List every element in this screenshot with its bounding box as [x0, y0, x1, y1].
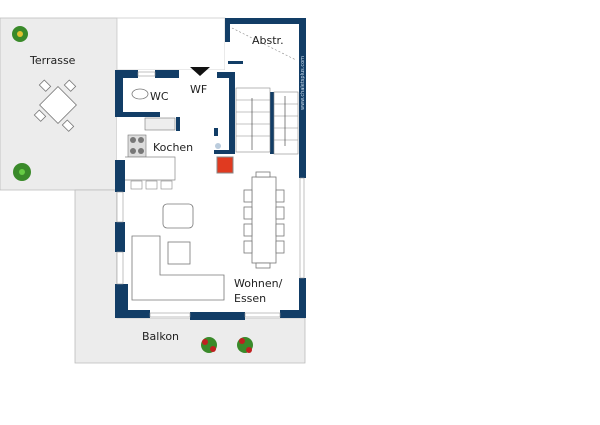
bar-stools: [130, 180, 173, 190]
room-label-wc: WC: [150, 90, 169, 103]
room-label-kochen: Kochen: [153, 141, 193, 154]
plant-icon: [13, 163, 31, 181]
room-label-wohnen: Wohnen/: [234, 277, 283, 290]
room-label-wf: WF: [190, 83, 207, 96]
toilet: [131, 88, 149, 100]
sink: [144, 117, 176, 131]
room-label-essen: Essen: [234, 292, 266, 305]
living-furniture: [131, 171, 285, 301]
terrace-table: [33, 79, 77, 132]
entry-area: [116, 17, 226, 71]
windows: [116, 71, 305, 318]
flower-icon: [201, 337, 217, 353]
kitchen-counter: [125, 156, 176, 181]
wf-marker-icon: [190, 67, 210, 76]
flower-icon: [237, 337, 253, 353]
watermark: www.chaletsplus.com: [300, 56, 306, 110]
room-label-balkon: Balkon: [142, 330, 179, 343]
walls: [115, 18, 306, 320]
stove-burners: [130, 137, 144, 154]
chimney-dot: [215, 143, 221, 149]
fireplace: [216, 156, 234, 174]
room-label-abstr: Abstr.: [252, 34, 284, 47]
plant-icon: [12, 26, 28, 42]
room-label-terrasse: Terrasse: [29, 54, 76, 67]
staircase: [231, 27, 299, 155]
